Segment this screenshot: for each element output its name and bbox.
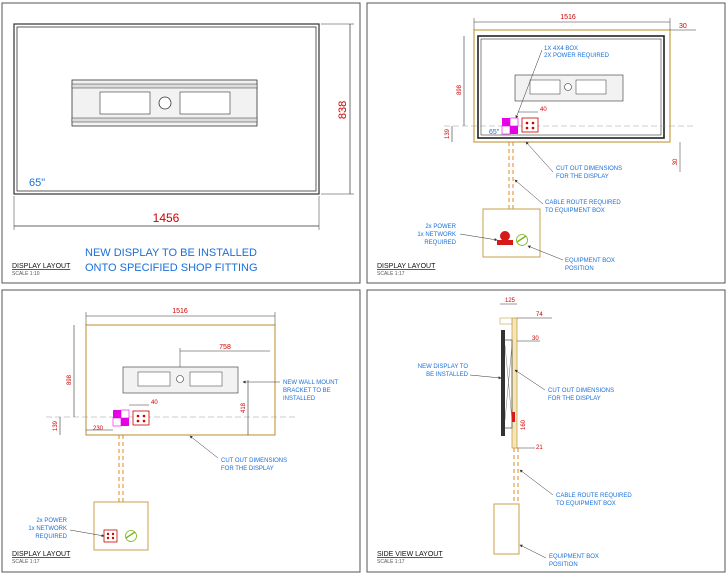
cutout-note-line-1: CUT OUT DIMENSIONS bbox=[548, 388, 614, 394]
bottom-dim: 21 bbox=[536, 445, 543, 451]
install-note-line-1: NEW DISPLAY TO BE INSTALLED bbox=[85, 247, 257, 259]
display-note-line-1: NEW DISPLAY TO bbox=[418, 364, 469, 370]
cable-note-line-1: CABLE ROUTE REQUIRED bbox=[545, 200, 621, 206]
display-outline bbox=[477, 35, 665, 139]
width-dim-label: 1456 bbox=[153, 211, 180, 225]
cutout-note-line-2: FOR THE DISPLAY bbox=[548, 396, 601, 402]
width-dim-label: 1516 bbox=[560, 14, 576, 21]
cutout-note-line-1: CUT OUT DIMENSIONS bbox=[221, 458, 287, 464]
panel-top-left: 1456 838 65" NEW DISPLAY TO BE INSTALLED… bbox=[1, 2, 361, 284]
equip-note-line-2: POSITION bbox=[565, 266, 594, 272]
cutout-outline bbox=[85, 324, 276, 436]
equipment-network-icon bbox=[125, 530, 137, 542]
vertical-dim: 160 bbox=[521, 419, 527, 430]
bracket-dim-label: 758 bbox=[219, 344, 231, 351]
socket-4x4-box bbox=[112, 409, 130, 427]
height-dim-label: 898 bbox=[67, 374, 73, 385]
bottom-dim-label: 230 bbox=[93, 426, 104, 432]
wall-bracket bbox=[71, 79, 258, 127]
bracket-note-line-3: INSTALLED bbox=[283, 396, 316, 402]
panel-title: SIDE VIEW LAYOUT bbox=[377, 551, 443, 558]
panel-frame bbox=[1, 289, 361, 573]
display-screen bbox=[16, 26, 317, 192]
bottom-offset-dim: 30 bbox=[673, 158, 679, 165]
left-dim-label: 139 bbox=[53, 420, 59, 431]
bracket-side bbox=[505, 339, 513, 429]
cable-note-line-2: TO EQUIPMENT BOX bbox=[545, 208, 605, 214]
display-screen bbox=[480, 38, 662, 136]
size-label: 65" bbox=[29, 177, 45, 189]
equipment-box bbox=[493, 503, 520, 555]
panel-frame bbox=[366, 289, 726, 573]
cutout-note-line-2: FOR THE DISPLAY bbox=[556, 174, 609, 180]
power-note-line-3: REQUIRED bbox=[424, 240, 456, 246]
height-dim-label: 898 bbox=[457, 84, 463, 95]
socket-4x4-box bbox=[501, 117, 519, 135]
height-dim-label: 838 bbox=[337, 101, 349, 119]
equipment-power-icon bbox=[497, 231, 513, 245]
panel-bottom-right: 125 74 30 160 21 NEW DISPLAY TO BE INSTA… bbox=[366, 289, 726, 573]
equipment-box bbox=[93, 501, 149, 551]
panel-scale: SCALE 1:17 bbox=[377, 271, 405, 277]
equipment-power-icon bbox=[103, 529, 118, 543]
panel-scale: SCALE 1:17 bbox=[12, 559, 40, 565]
socket-gap-dim: 40 bbox=[151, 400, 158, 406]
shop-fitting-section bbox=[511, 317, 518, 449]
cable-note-line-2: TO EQUIPMENT BOX bbox=[556, 501, 616, 507]
wall-bracket bbox=[122, 366, 239, 394]
right-dim-label: 418 bbox=[241, 402, 247, 413]
display-side bbox=[501, 330, 505, 436]
equipment-network-icon bbox=[516, 234, 528, 246]
display-outline bbox=[13, 23, 320, 195]
equip-note-line-1: EQUIPMENT BOX bbox=[549, 554, 599, 560]
cutout-note-line-1: CUT OUT DIMENSIONS bbox=[556, 166, 622, 172]
power-socket bbox=[521, 117, 539, 133]
bracket-note-line-2: BRACKET TO BE bbox=[283, 388, 331, 394]
display-note-line-2: BE INSTALLED bbox=[426, 372, 469, 378]
equipment-box bbox=[482, 208, 541, 258]
wall-bracket bbox=[514, 74, 624, 102]
size-label: 65" bbox=[489, 129, 500, 136]
panel-frame bbox=[1, 2, 361, 284]
cable-note-line-1: CABLE ROUTE REQUIRED bbox=[556, 493, 632, 499]
top-offset-dim: 30 bbox=[679, 23, 687, 30]
box-note-line-1: 1X 4X4 BOX bbox=[544, 46, 578, 52]
equip-note-line-2: POSITION bbox=[549, 562, 578, 568]
panel-bottom-left: 40 1516 758 898 139 230 418 bbox=[1, 289, 361, 573]
power-note-line-2: 1x NETWORK bbox=[417, 232, 456, 238]
gap-dim: 30 bbox=[532, 336, 539, 342]
power-note-line-1: 2x POWER bbox=[36, 518, 67, 524]
install-note-line-2: ONTO SPECIFIED SHOP FITTING bbox=[85, 262, 258, 274]
depth-dim: 125 bbox=[505, 298, 516, 304]
socket-gap-dim: 40 bbox=[540, 107, 547, 113]
box-note-line-2: 2X POWER REQUIRED bbox=[544, 53, 610, 59]
panel-scale: SCALE 1:10 bbox=[12, 271, 40, 277]
power-note-line-2: 1x NETWORK bbox=[28, 526, 67, 532]
panel-title: DISPLAY LAYOUT bbox=[12, 551, 71, 558]
width-dim-label: 1516 bbox=[172, 308, 188, 315]
offset-dim: 74 bbox=[536, 312, 543, 318]
panel-scale: SCALE 1:17 bbox=[377, 559, 405, 565]
panel-title: DISPLAY LAYOUT bbox=[12, 263, 71, 270]
panel-frame bbox=[366, 2, 726, 284]
equip-note-line-1: EQUIPMENT BOX bbox=[565, 258, 615, 264]
socket-side bbox=[512, 412, 515, 422]
power-socket bbox=[132, 410, 150, 426]
cutout-outline bbox=[473, 29, 671, 143]
bracket-note-line-1: NEW WALL MOUNT bbox=[283, 380, 339, 386]
cutout-note-line-2: FOR THE DISPLAY bbox=[221, 466, 274, 472]
left-dim-label: 139 bbox=[445, 128, 451, 139]
power-note-line-1: 2x POWER bbox=[425, 224, 456, 230]
panel-top-right: 65" 40 1516 30 898 139 30 bbox=[366, 2, 726, 284]
power-note-line-3: REQUIRED bbox=[35, 534, 67, 540]
panel-title: DISPLAY LAYOUT bbox=[377, 263, 436, 270]
